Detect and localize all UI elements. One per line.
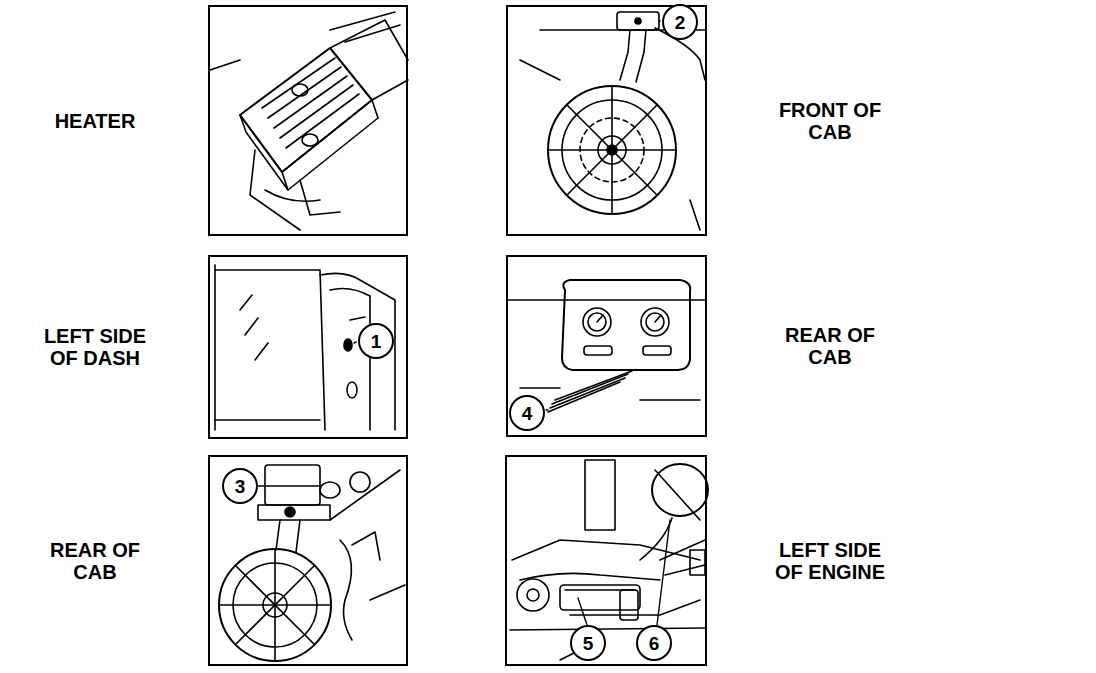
view-heading: FRONT OF CAB (770, 99, 890, 143)
view-panel: LEFT SIDE OF ENGINE56 (505, 455, 707, 666)
callout-circle: 4 (509, 395, 545, 431)
callout-circle: 5 (570, 625, 606, 661)
view-panel: LEFT SIDE OF DASH1 (208, 255, 408, 439)
heater-drawing (210, 12, 408, 230)
callout-circle: 3 (222, 468, 258, 504)
view-heading: REAR OF CAB (35, 539, 155, 583)
callout-circle: 6 (636, 625, 672, 661)
dash-drawing (215, 265, 395, 430)
callout-number: 6 (649, 634, 660, 653)
view-panel: HEATER (208, 5, 408, 236)
leader-lines (258, 21, 670, 625)
view-panel: REAR OF CAB3 (208, 455, 408, 666)
view-panel: REAR OF CAB4 (506, 255, 707, 437)
callout-number: 2 (675, 13, 686, 32)
fan-drawing (520, 12, 705, 230)
callout-number: 1 (371, 332, 382, 351)
callout-circle: 2 (662, 4, 698, 40)
callout-number: 4 (522, 404, 533, 423)
callout-number: 5 (583, 634, 594, 653)
view-heading: LEFT SIDE OF ENGINE (770, 539, 890, 583)
callout-circle: 1 (358, 323, 394, 359)
callout-number: 3 (235, 477, 246, 496)
view-heading: LEFT SIDE OF DASH (35, 325, 155, 369)
view-heading: HEATER (35, 110, 155, 132)
view-heading: REAR OF CAB (770, 324, 890, 368)
view-panel: FRONT OF CAB2 (506, 5, 707, 236)
engine-drawing (510, 460, 708, 660)
gauge-panel-drawing (508, 280, 705, 412)
rear-fan-drawing (219, 465, 405, 661)
